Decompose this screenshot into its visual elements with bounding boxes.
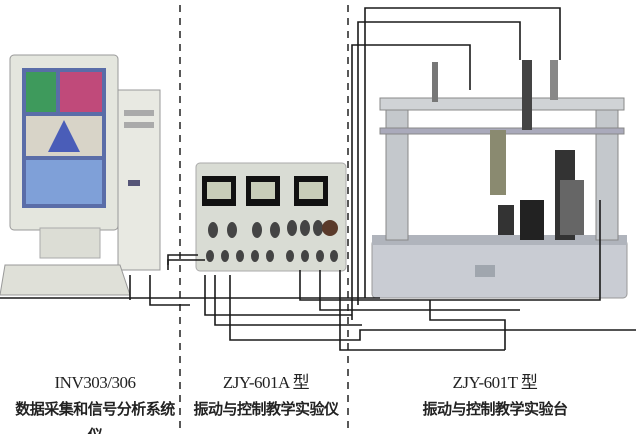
keyboard	[0, 264, 131, 296]
computer-model: INV303/306	[54, 373, 136, 392]
test-bench	[371, 60, 628, 299]
instrument-model: ZJY-601A 型	[222, 373, 310, 392]
cables	[0, 7, 636, 351]
instrument-label: ZJY-601A 型 振动与控制教学实验仪	[186, 370, 346, 422]
instrument-name: 振动与控制教学实验仪	[193, 400, 339, 418]
computer	[0, 54, 161, 296]
bench-label: ZJY-601T 型 振动与控制教学实验台	[400, 370, 590, 422]
computer-name: 数据采集和信号分析系统仪	[15, 400, 175, 434]
bench-model: ZJY-601T 型	[452, 373, 538, 392]
control-instrument	[195, 162, 347, 272]
bench-name: 振动与控制教学实验台	[422, 400, 568, 418]
computer-label: INV303/306 数据采集和信号分析系统仪	[10, 370, 180, 434]
